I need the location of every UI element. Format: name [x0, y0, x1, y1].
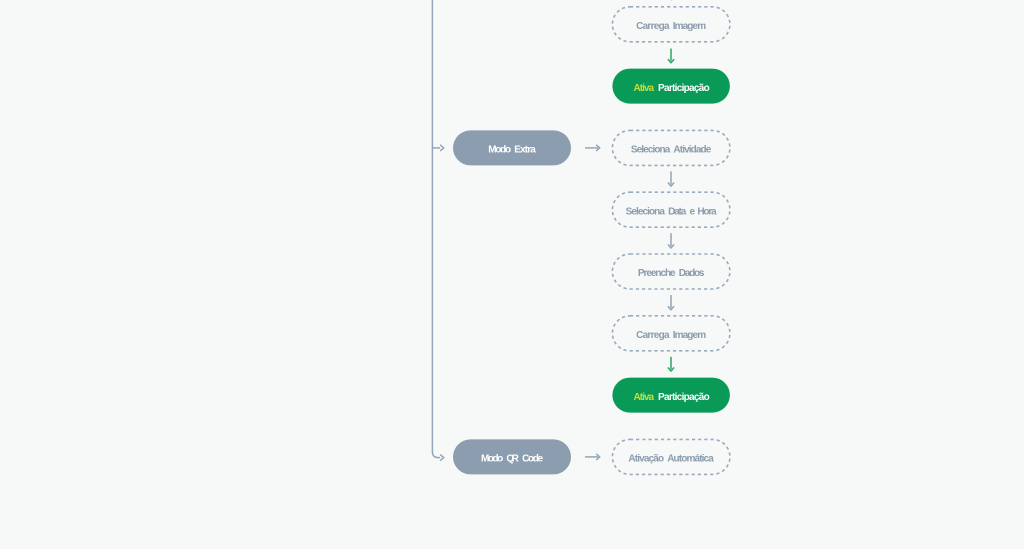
svg-text:Carrega: Carrega	[636, 330, 670, 341]
svg-text:e: e	[690, 206, 696, 217]
svg-text:Seleciona: Seleciona	[626, 206, 666, 217]
svg-text:Ativação: Ativação	[628, 454, 664, 465]
svg-text:Participação: Participação	[658, 83, 710, 94]
svg-text:Modo: Modo	[488, 145, 511, 156]
svg-text:Ativa: Ativa	[634, 83, 655, 94]
svg-text:Automática: Automática	[667, 454, 714, 465]
svg-text:Imagem: Imagem	[673, 330, 706, 341]
svg-text:Extra: Extra	[514, 145, 536, 156]
svg-text:Ativa: Ativa	[634, 392, 655, 403]
svg-text:Modo: Modo	[481, 454, 503, 465]
svg-text:Hora: Hora	[697, 206, 717, 217]
svg-text:Seleciona: Seleciona	[631, 145, 671, 156]
svg-text:Data: Data	[668, 206, 687, 217]
svg-text:Dados: Dados	[679, 268, 705, 279]
svg-text:Atividade: Atividade	[673, 145, 711, 156]
svg-text:Participação: Participação	[658, 392, 710, 403]
svg-text:Preenche: Preenche	[638, 268, 676, 279]
svg-text:Carrega: Carrega	[636, 21, 670, 32]
svg-text:Imagem: Imagem	[673, 21, 706, 32]
svg-text:QR: QR	[506, 454, 519, 465]
svg-text:Code: Code	[522, 454, 543, 465]
